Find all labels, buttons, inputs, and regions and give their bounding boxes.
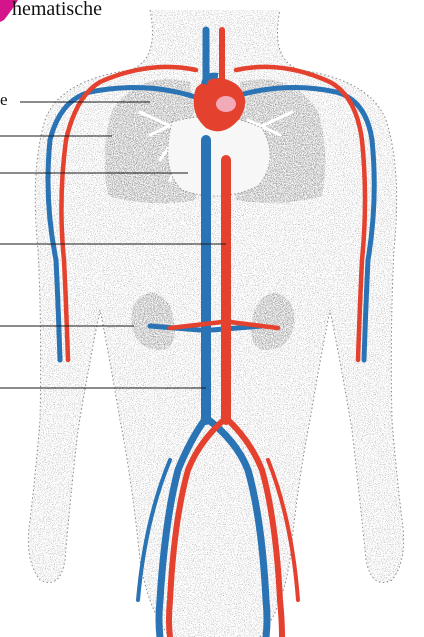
diagram-title: hematische [12, 0, 102, 21]
label-e: e [0, 90, 8, 110]
